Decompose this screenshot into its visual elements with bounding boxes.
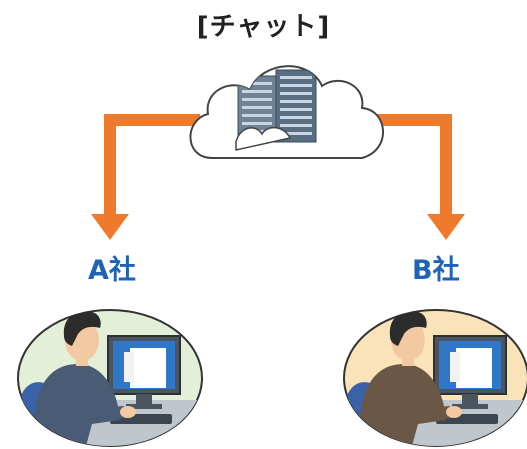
server-rack-icon	[235, 69, 317, 151]
company-a-illustration	[17, 309, 203, 447]
arrow-to-company-a	[91, 114, 200, 240]
cloud-server-icon	[189, 65, 384, 159]
diagram-title: [チャット]	[196, 12, 331, 42]
company-b-illustration	[343, 309, 527, 447]
company-a-label: A社	[88, 255, 136, 286]
arrow-to-company-b	[356, 114, 465, 240]
company-b-label: B社	[412, 255, 460, 286]
